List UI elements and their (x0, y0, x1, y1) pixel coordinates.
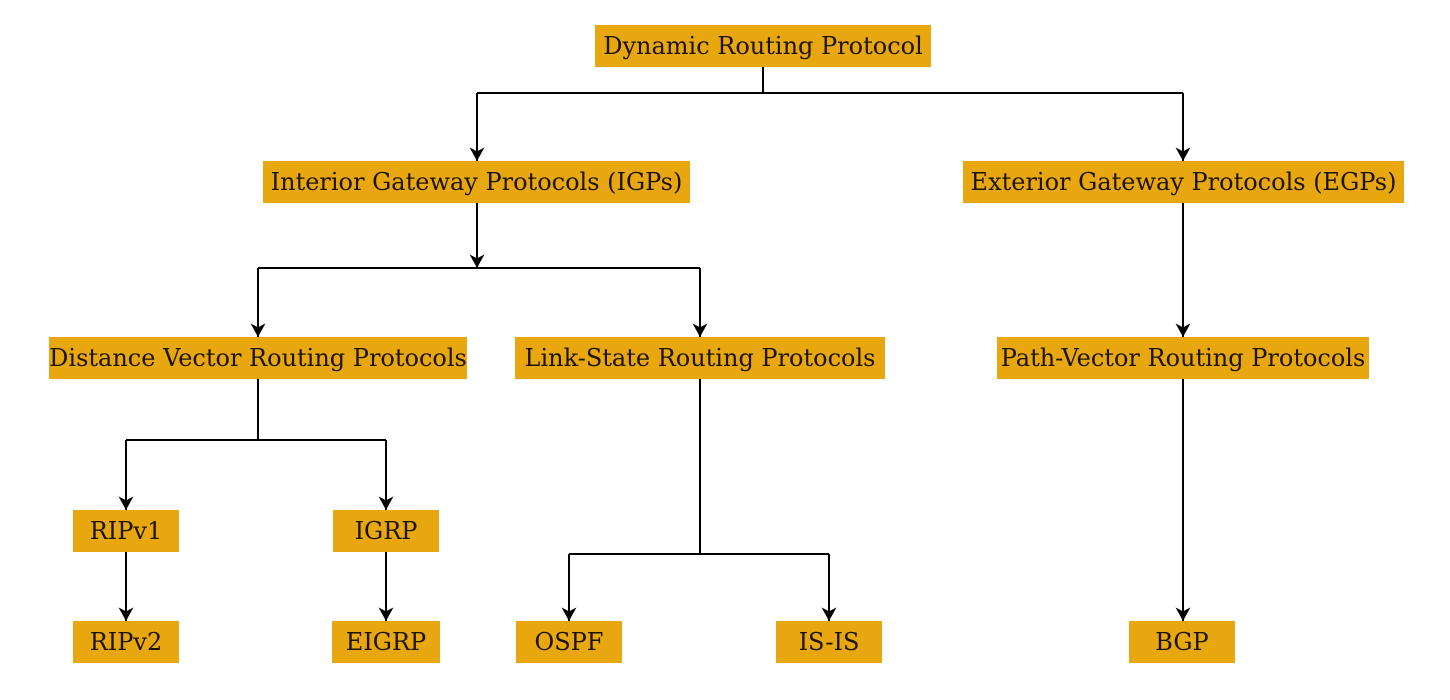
node-interior-gateway-protocols: Interior Gateway Protocols (IGPs) (263, 161, 690, 203)
node-ripv2: RIPv2 (73, 621, 179, 663)
node-distance-vector-routing-protocols: Distance Vector Routing Protocols (49, 337, 467, 379)
node-ripv1: RIPv1 (73, 510, 179, 552)
node-dynamic-routing-protocol: Dynamic Routing Protocol (595, 25, 931, 67)
node-isis: IS-IS (776, 621, 882, 663)
node-igrp: IGRP (333, 510, 439, 552)
node-eigrp: EIGRP (332, 621, 440, 663)
node-link-state-routing-protocols: Link-State Routing Protocols (515, 337, 885, 379)
node-bgp: BGP (1129, 621, 1235, 663)
node-path-vector-routing-protocols: Path-Vector Routing Protocols (997, 337, 1369, 379)
node-ospf: OSPF (516, 621, 622, 663)
node-exterior-gateway-protocols: Exterior Gateway Protocols (EGPs) (963, 161, 1404, 203)
